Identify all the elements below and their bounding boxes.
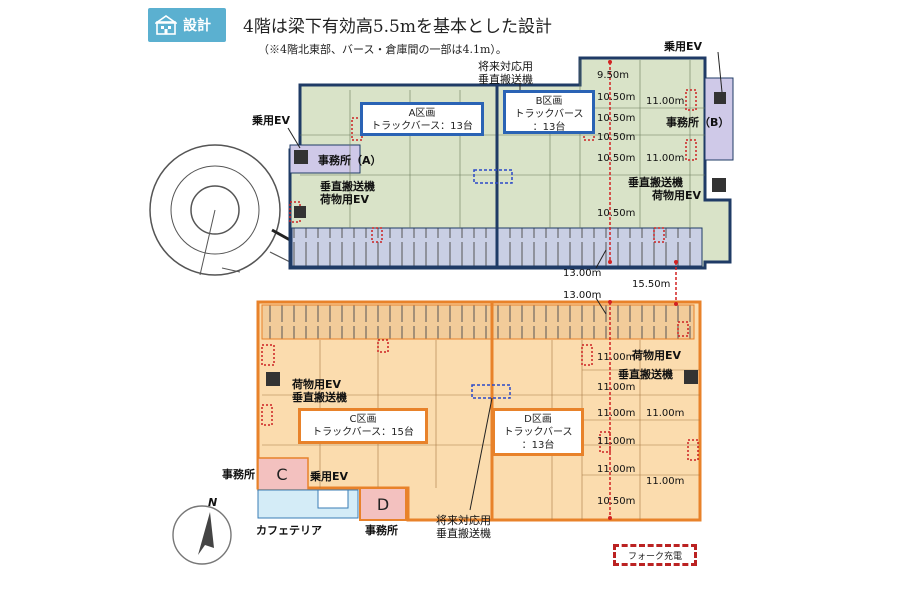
freight-ev-d-label: 荷物用EV [632, 349, 682, 362]
conveyor-d-label: 垂直搬送機 [618, 368, 673, 381]
dim-label: 15.50m [632, 279, 671, 290]
dim-label: 11.00m [646, 153, 685, 164]
dim-label: 13.00m [563, 290, 602, 301]
future-conveyor-bottom-label-1: 将来対応用 [436, 514, 491, 527]
cafeteria-label: カフェテリア [256, 524, 322, 537]
conveyor-a-label: 垂直搬送機 [320, 180, 375, 193]
dim-label: 11.00m [646, 476, 685, 487]
dim-label: 10.50m [597, 92, 636, 103]
zone-a-berths: トラックバース：13台 [371, 121, 473, 132]
office-b-label: 事務所（B） [666, 116, 730, 129]
south-block [256, 300, 702, 522]
dim-label: 10.50m [597, 153, 636, 164]
north-label: N [208, 496, 218, 509]
dim-label: 11.00m [597, 408, 636, 419]
spiral-ramp [149, 144, 291, 276]
office-bottom-label: 事務所 [365, 524, 398, 537]
passenger-ev-left-label: 乗用EV [252, 114, 291, 127]
dim-label: 11.00m [597, 436, 636, 447]
dim-label: 11.00m [597, 464, 636, 475]
dim-label: 10.50m [597, 496, 636, 507]
dim-label: 10.50m [597, 208, 636, 219]
building-icon [155, 15, 177, 35]
dim-label: 10.50m [597, 113, 636, 124]
office-c-letter: C [276, 464, 288, 484]
design-badge: 設計 [148, 8, 226, 42]
office-a-label: 事務所（A） [318, 154, 382, 167]
zone-c-berths: トラックバース：15台 [312, 427, 414, 438]
freight-ev-a-label: 荷物用EV [320, 193, 370, 206]
passenger-ev-top-right-label: 乗用EV [664, 40, 703, 53]
forklift-charge-legend: フォーク充電 [613, 544, 697, 566]
zone-b-box: B区画 トラックバース ：13台 [503, 90, 595, 134]
future-conveyor-top-label-1: 将来対応用 [478, 60, 533, 73]
office-left-label: 事務所 [222, 468, 255, 481]
zone-d-count: ：13台 [521, 440, 555, 451]
dim-label: 11.00m [597, 352, 636, 363]
zone-b-count: ：13台 [532, 122, 566, 133]
future-conveyor-top-label-2: 垂直搬送機 [478, 73, 533, 86]
zone-d-berths: トラックバース [503, 427, 573, 438]
freight-ev-c-label: 荷物用EV [292, 378, 342, 391]
conveyor-c-label: 垂直搬送機 [292, 391, 347, 404]
zone-b-name: B区画 [535, 96, 563, 107]
page-subtitle: （※4階北東部、バース・倉庫間の一部は4.1m）。 [258, 43, 507, 56]
zone-d-box: D区画 トラックバース ：13台 [492, 408, 584, 456]
conveyor-b-label: 垂直搬送機 [628, 176, 683, 189]
dim-label: 13.00m [563, 268, 602, 279]
dim-label: 9.50m [597, 70, 630, 81]
north-arrow-icon [172, 505, 232, 565]
page-title: 4階は梁下有効高5.5mを基本とした設計 [243, 17, 552, 37]
dim-label: 11.00m [646, 96, 685, 107]
dim-label: 11.00m [646, 408, 685, 419]
zone-c-box: C区画 トラックバース：15台 [298, 408, 428, 444]
zone-b-berths: トラックバース [514, 109, 584, 120]
dim-label: 11.00m [597, 382, 636, 393]
zone-c-name: C区画 [349, 414, 377, 425]
zone-a-box: A区画 トラックバース：13台 [360, 102, 484, 136]
design-badge-label: 設計 [183, 18, 211, 34]
zone-d-name: D区画 [524, 414, 552, 425]
freight-ev-b-label: 荷物用EV [652, 189, 702, 202]
zone-a-name: A区画 [408, 108, 436, 119]
office-d-letter: D [376, 494, 390, 514]
dim-label: 10.50m [597, 132, 636, 143]
future-conveyor-bottom-label-2: 垂直搬送機 [436, 527, 491, 540]
passenger-ev-c-label: 乗用EV [310, 470, 349, 483]
